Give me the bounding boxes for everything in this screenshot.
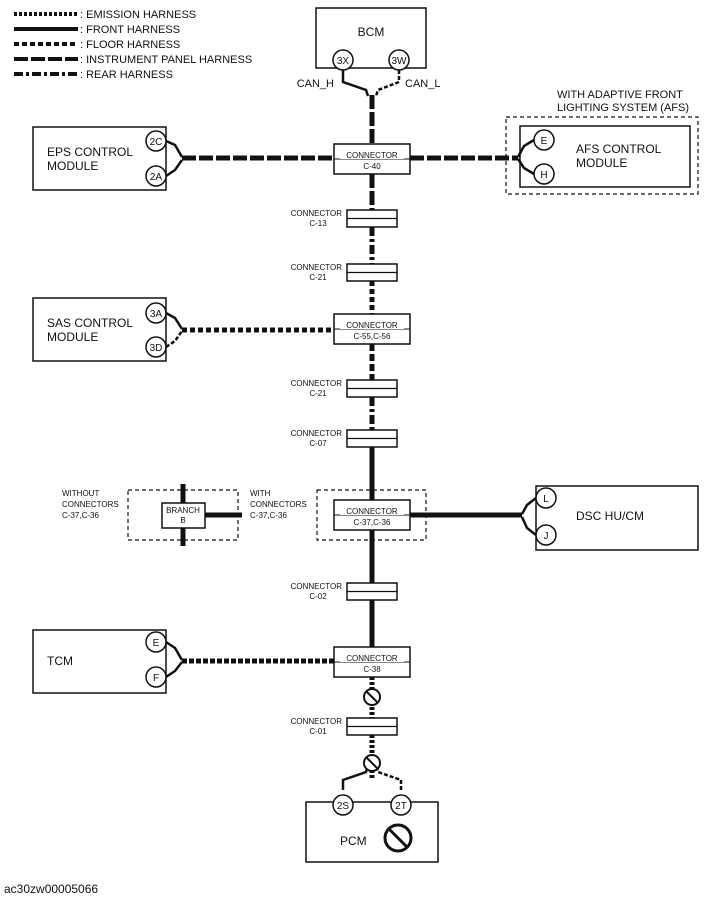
- connector-c01: CONNECTOR C-01: [291, 717, 398, 736]
- afs-control-module: WITH ADAPTIVE FRONT LIGHTING SYSTEM (AFS…: [410, 89, 699, 195]
- connector-c02-label-line2: C-02: [309, 592, 327, 601]
- branch-label-line1: BRANCH: [166, 506, 200, 515]
- connector-c55-c56: CONNECTOR C-55,C-56: [333, 313, 411, 345]
- legend-item-rear: : REAR HARNESS: [14, 69, 173, 81]
- connector-c01-label-line2: C-01: [309, 727, 327, 736]
- connector-c02-label-line1: CONNECTOR: [291, 582, 343, 591]
- without-note-line2: CONNECTORS: [62, 500, 119, 509]
- dsc-name: DSC HU/CM: [576, 509, 644, 523]
- branch-label-line2: B: [180, 516, 185, 525]
- bcm-module: BCM 3X 3W CAN_H CAN_L: [297, 7, 440, 97]
- connector-c40-label-line2: C-40: [363, 162, 381, 171]
- tcm-module: TCM E F: [32, 629, 334, 694]
- sas-pin-3d-label: 3D: [150, 343, 163, 354]
- connector-c55-label-line1: CONNECTOR: [346, 321, 398, 330]
- eps-control-module: EPS CONTROL MODULE 2C 2A: [32, 126, 334, 191]
- eps-pin-2a-label: 2A: [150, 172, 163, 183]
- tcm-pin-e-label: E: [153, 638, 160, 649]
- sas-name-line2: MODULE: [47, 330, 98, 344]
- legend-item-instrument: : INSTRUMENT PANEL HARNESS: [14, 54, 252, 66]
- with-note-line2: CONNECTORS: [250, 500, 307, 509]
- bcm-name: BCM: [358, 25, 385, 39]
- connector-c37-label-line2: C-37,C-36: [354, 518, 391, 527]
- trunk-prohibited-icon-lower: [363, 754, 381, 772]
- legend-label-front: : FRONT HARNESS: [80, 24, 180, 36]
- eps-name-line1: EPS CONTROL: [47, 145, 133, 159]
- can-wiring-diagram: : EMISSION HARNESS : FRONT HARNESS : FLO…: [14, 7, 699, 863]
- connector-c21a-label-line1: CONNECTOR: [291, 263, 343, 272]
- dsc-pin-j-label: J: [544, 531, 549, 542]
- can-h-label: CAN_H: [297, 78, 334, 90]
- connector-c38: CONNECTOR C-38: [333, 646, 411, 678]
- pcm-pin-2t-label: 2T: [395, 801, 407, 812]
- branch-variant: WITHOUT CONNECTORS C-37,C-36 BRANCH B WI…: [62, 484, 427, 546]
- without-note-line3: C-37,C-36: [62, 511, 99, 520]
- connector-c21b-label-line2: C-21: [309, 389, 327, 398]
- connector-c38-label-line1: CONNECTOR: [346, 654, 398, 663]
- afs-pin-e-label: E: [541, 136, 548, 147]
- with-note-line1: WITH: [250, 489, 271, 498]
- connector-c13-label-line2: C-13: [309, 219, 327, 228]
- dsc-hu-cm-module: DSC HU/CM L J: [410, 485, 699, 551]
- connector-c02: CONNECTOR C-02: [291, 582, 398, 601]
- trunk-prohibited-icon-upper: [363, 688, 381, 706]
- connector-c21-upper: CONNECTOR C-21: [291, 263, 398, 282]
- legend-item-floor: : FLOOR HARNESS: [14, 39, 180, 51]
- legend-label-floor: : FLOOR HARNESS: [80, 39, 180, 51]
- sas-name-line1: SAS CONTROL: [47, 316, 133, 330]
- connector-c13: CONNECTOR C-13: [291, 209, 398, 228]
- legend-label-instrument: : INSTRUMENT PANEL HARNESS: [80, 54, 252, 66]
- afs-name-line1: AFS CONTROL: [576, 142, 662, 156]
- bcm-pin-3w-label: 3W: [392, 56, 408, 67]
- tcm-pin-f-label: F: [153, 673, 159, 684]
- sas-pin-3a-label: 3A: [150, 309, 163, 320]
- pcm-name: PCM: [340, 834, 367, 848]
- connector-c40-label-line1: CONNECTOR: [346, 151, 398, 160]
- bcm-pin-3x-label: 3X: [337, 56, 350, 67]
- connector-c40: CONNECTOR C-40: [333, 143, 411, 175]
- can-l-label: CAN_L: [405, 78, 440, 90]
- eps-pin-2c-label: 2C: [150, 137, 163, 148]
- connector-c37-c36: CONNECTOR C-37,C-36: [333, 499, 411, 531]
- connector-c37-label-line1: CONNECTOR: [346, 507, 398, 516]
- connector-c21b-label-line1: CONNECTOR: [291, 379, 343, 388]
- afs-note-line2: LIGHTING SYSTEM (AFS): [557, 102, 689, 114]
- with-note-line3: C-37,C-36: [250, 511, 287, 520]
- connector-c21-lower: CONNECTOR C-21: [291, 379, 398, 398]
- connector-c01-label-line1: CONNECTOR: [291, 717, 343, 726]
- legend-item-front: : FRONT HARNESS: [14, 24, 180, 36]
- dsc-pin-l-label: L: [543, 494, 549, 505]
- connector-c07-label-line2: C-07: [309, 439, 327, 448]
- pcm-module: 2S 2T PCM: [305, 763, 439, 863]
- legend-label-rear: : REAR HARNESS: [80, 69, 173, 81]
- connector-c38-label-line2: C-38: [363, 665, 381, 674]
- prohibited-icon: [383, 823, 413, 853]
- connector-c55-label-line2: C-55,C-56: [354, 332, 391, 341]
- connector-c21a-label-line2: C-21: [309, 273, 327, 282]
- pcm-pin-2s-label: 2S: [337, 801, 350, 812]
- figure-id-caption: ac30zw00005066: [4, 882, 99, 896]
- legend-label-emission: : EMISSION HARNESS: [80, 9, 196, 21]
- connector-c07-label-line1: CONNECTOR: [291, 429, 343, 438]
- afs-note-line1: WITH ADAPTIVE FRONT: [557, 89, 683, 101]
- afs-name-line2: MODULE: [576, 156, 627, 170]
- connector-c13-label-line1: CONNECTOR: [291, 209, 343, 218]
- eps-name-line2: MODULE: [47, 159, 98, 173]
- without-note-line1: WITHOUT: [62, 489, 99, 498]
- tcm-name: TCM: [47, 654, 73, 668]
- connector-c07: CONNECTOR C-07: [291, 429, 398, 448]
- legend-item-emission: : EMISSION HARNESS: [14, 9, 196, 21]
- sas-control-module: SAS CONTROL MODULE 3A 3D: [32, 297, 334, 362]
- afs-pin-h-label: H: [540, 170, 547, 181]
- legend: : EMISSION HARNESS : FRONT HARNESS : FLO…: [14, 9, 252, 81]
